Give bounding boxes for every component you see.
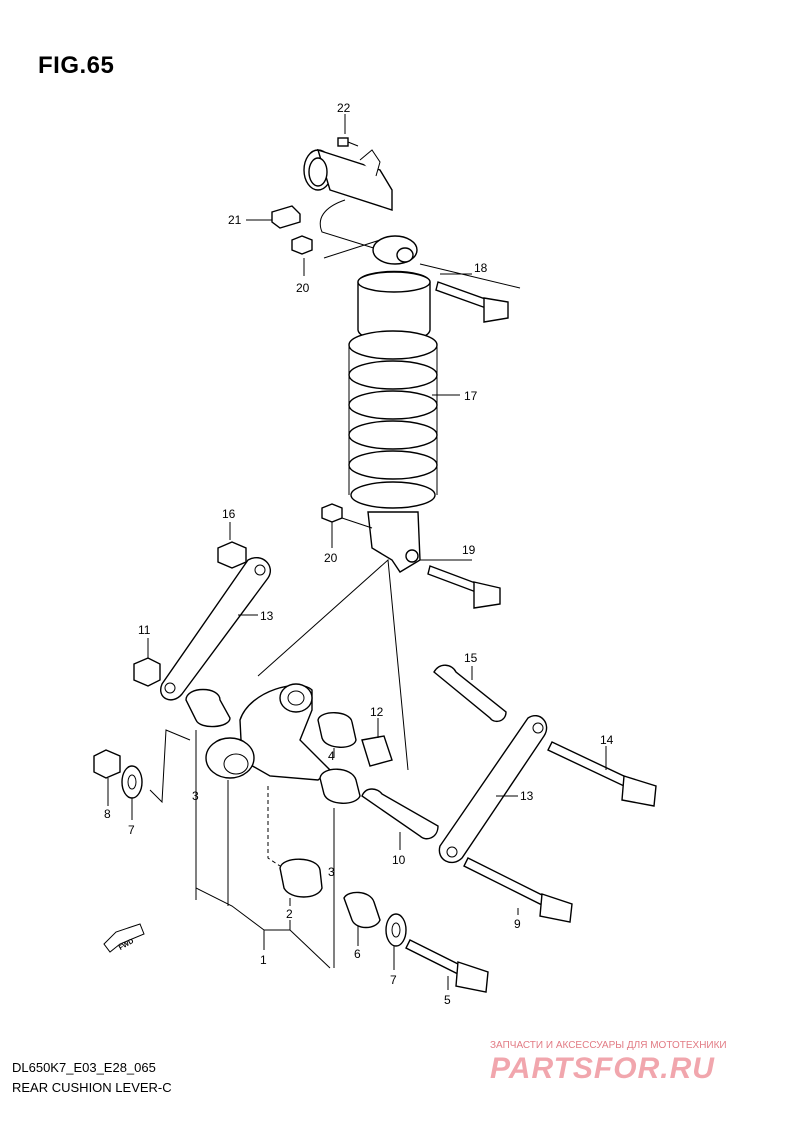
callout-22: 22: [337, 101, 351, 115]
cushion-lever: [205, 683, 332, 781]
callout-7-right: 7: [390, 973, 397, 987]
callout-2: 2: [286, 907, 293, 921]
bushing-2: [279, 858, 323, 898]
group-name-label: REAR CUSHION LEVER-C: [12, 1080, 172, 1095]
callout-21: 21: [228, 213, 242, 227]
bushing-3-right: [319, 768, 361, 804]
callout-11: 11: [138, 623, 151, 637]
callout-20-top: 20: [296, 281, 310, 295]
callout-9: 9: [514, 917, 521, 931]
nut-16: [217, 541, 247, 569]
callout-14: 14: [600, 733, 614, 747]
leader-lines: [107, 114, 607, 990]
callout-4: 4: [328, 749, 335, 763]
bolt-18: [435, 281, 509, 323]
bushing-4: [317, 712, 357, 748]
watermark-caption: ЗАПЧАСТИ И АКСЕССУАРЫ ДЛЯ МОТОТЕХНИКИ: [490, 1040, 727, 1051]
bolt-14: [547, 741, 657, 807]
watermark-logo: PARTSFOR.RU: [490, 1052, 715, 1085]
callout-15: 15: [464, 651, 478, 665]
shock-absorber: [271, 137, 438, 573]
bolt-19: [427, 565, 501, 609]
bushing-3-left: [185, 688, 231, 728]
figure-title: FIG.65: [38, 52, 115, 79]
callout-numbers: 22 21 20 18 17 16 20 19 13 11 15 12 14 4…: [104, 101, 614, 1007]
callout-5: 5: [444, 993, 451, 1007]
callout-18: 18: [474, 261, 488, 275]
callout-20-lower: 20: [324, 551, 338, 565]
callout-3-right: 3: [328, 865, 335, 879]
tie-rod-13-left: [160, 557, 271, 701]
forward-direction-arrow: FWD: [103, 923, 145, 953]
callout-6: 6: [354, 947, 361, 961]
tie-rod-13-right: [438, 715, 548, 864]
collar-15: [433, 664, 507, 723]
callout-7-left: 7: [128, 823, 135, 837]
collar-10: [361, 788, 439, 840]
nut-20-lower: [321, 503, 343, 523]
model-code-label: DL650K7_E03_E28_065: [12, 1060, 156, 1075]
callout-10: 10: [392, 853, 406, 867]
callout-13-left: 13: [260, 609, 274, 623]
bolt-9: [463, 857, 573, 923]
callout-13-right: 13: [520, 789, 534, 803]
clamp-21: [271, 205, 301, 229]
callout-8: 8: [104, 807, 111, 821]
callout-19: 19: [462, 543, 476, 557]
spacer-12: [361, 735, 393, 767]
callout-1: 1: [260, 953, 267, 967]
bolt-22: [337, 137, 359, 147]
spacer-6: [343, 891, 381, 929]
nut-11: [133, 657, 161, 687]
nut-20-top: [291, 235, 313, 255]
callout-17: 17: [464, 389, 478, 403]
callout-16: 16: [222, 507, 236, 521]
coil-spring: [348, 330, 438, 509]
callout-12: 12: [370, 705, 384, 719]
bolt-5: [405, 939, 489, 993]
nut-8: [93, 749, 121, 779]
preload-adjuster: [303, 148, 393, 251]
callout-3-left: 3: [192, 789, 199, 803]
